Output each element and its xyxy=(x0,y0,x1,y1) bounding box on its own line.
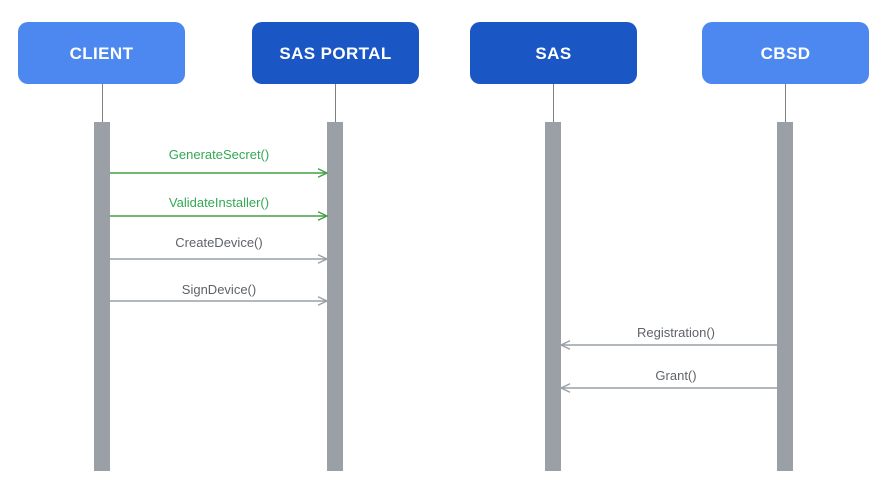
actor-label-sas-portal: SAS PORTAL xyxy=(279,43,392,63)
actor-box-sas-portal[interactable]: SAS PORTAL xyxy=(252,22,419,84)
arrowhead-icon xyxy=(317,296,329,306)
actor-box-cbsd[interactable]: CBSD xyxy=(702,22,869,84)
message-label-generate-secret: GenerateSecret() xyxy=(168,147,270,162)
lifeline-cbsd xyxy=(785,84,786,122)
arrowhead-icon xyxy=(317,211,329,221)
message-arrow-sign-device xyxy=(110,296,329,306)
activation-bar-sas xyxy=(545,122,561,471)
message-label-create-device: CreateDevice() xyxy=(175,235,263,250)
message-label-grant: Grant() xyxy=(655,368,697,383)
message-arrow-create-device xyxy=(110,254,329,264)
actor-box-sas[interactable]: SAS xyxy=(470,22,637,84)
lifeline-sas xyxy=(553,84,554,122)
lifeline-client xyxy=(102,84,103,122)
arrowhead-icon xyxy=(559,383,571,393)
activation-bar-cbsd xyxy=(777,122,793,471)
message-label-sign-device: SignDevice() xyxy=(181,282,257,297)
actor-label-sas: SAS xyxy=(535,43,572,63)
message-label-registration: Registration() xyxy=(636,325,716,340)
lifeline-sas-portal xyxy=(335,84,336,122)
actor-label-cbsd: CBSD xyxy=(760,43,811,63)
message-label-validate-installer: ValidateInstaller() xyxy=(168,195,270,210)
activation-bar-client xyxy=(94,122,110,471)
actor-label-client: CLIENT xyxy=(69,43,134,63)
activation-bar-sas-portal xyxy=(327,122,343,471)
message-arrow-grant xyxy=(559,383,777,393)
arrowhead-icon xyxy=(559,340,571,350)
message-arrow-registration xyxy=(559,340,777,350)
actor-box-client[interactable]: CLIENT xyxy=(18,22,185,84)
arrowhead-icon xyxy=(317,254,329,264)
message-arrow-validate-installer xyxy=(110,211,329,221)
message-arrow-generate-secret xyxy=(110,168,329,178)
arrowhead-icon xyxy=(317,168,329,178)
